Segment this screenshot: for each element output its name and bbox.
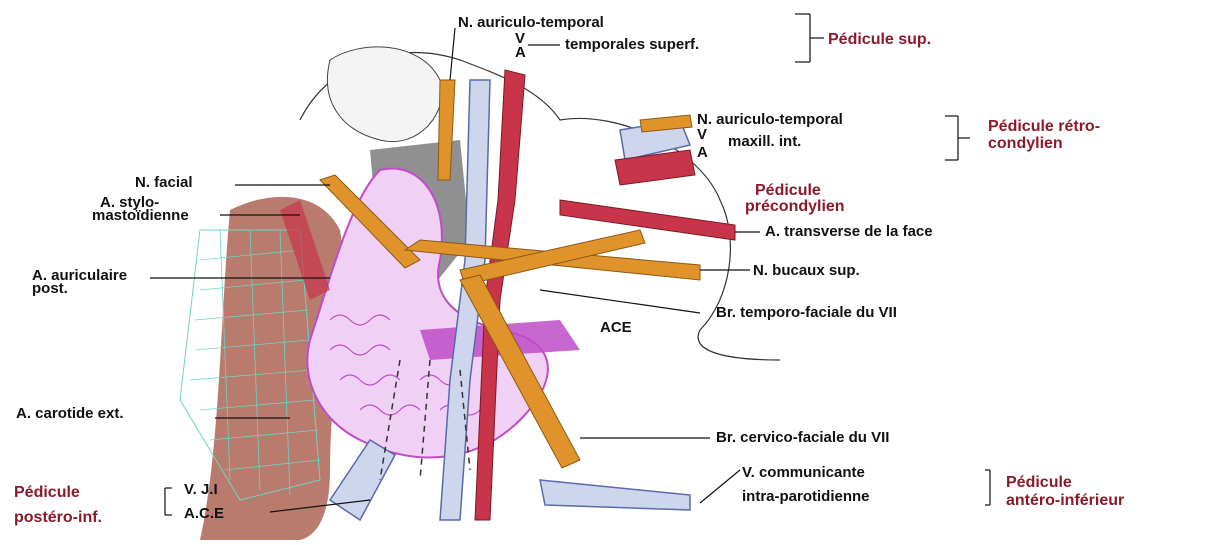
label-ace-lower: A.C.E (184, 506, 224, 521)
label-br-cervico: Br. cervico-faciale du VII (716, 430, 889, 445)
label-pedicule-precond-1: Pédicule (755, 182, 821, 199)
label-n-facial: N. facial (135, 175, 193, 190)
mastoid-outline (327, 47, 441, 142)
label-a-mid: A (697, 145, 708, 160)
label-n-auriculo-temporal-top: N. auriculo-temporal (458, 15, 604, 30)
label-pedicule-retro-2: condylien (988, 135, 1063, 152)
label-a-stylo-2: mastoïdienne (92, 208, 189, 223)
label-a-top: A (515, 45, 526, 60)
communicating-vein (540, 480, 690, 510)
label-v-mid: V (697, 127, 707, 142)
label-pedicule-postero-1: Pédicule (14, 484, 80, 501)
label-pedicule-sup: Pédicule sup. (828, 31, 931, 48)
label-v-communicante-2: intra-parotidienne (742, 489, 870, 504)
label-a-carotide: A. carotide ext. (16, 406, 124, 421)
label-n-bucaux: N. bucaux sup. (753, 263, 860, 278)
transverse-facial-artery (560, 200, 735, 240)
label-temporales-superf: temporales superf. (565, 37, 699, 52)
label-a-auric-2: post. (32, 281, 68, 296)
label-ace: ACE (600, 320, 632, 335)
label-maxill-int: maxill. int. (728, 134, 801, 149)
label-pedicule-precond-2: précondylien (745, 198, 845, 215)
label-vji: V. J.I (184, 482, 218, 497)
label-n-auriculo-temporal-mid: N. auriculo-temporal (697, 112, 843, 127)
label-pedicule-antero-2: antéro-inférieur (1006, 492, 1124, 509)
label-pedicule-antero-1: Pédicule (1006, 474, 1072, 491)
label-br-temporo: Br. temporo-faciale du VII (716, 305, 897, 320)
label-v-communicante-1: V. communicante (742, 465, 865, 480)
label-pedicule-retro-1: Pédicule rétro- (988, 118, 1100, 135)
label-pedicule-postero-2: postéro-inf. (14, 509, 102, 526)
label-a-transverse: A. transverse de la face (765, 224, 933, 239)
